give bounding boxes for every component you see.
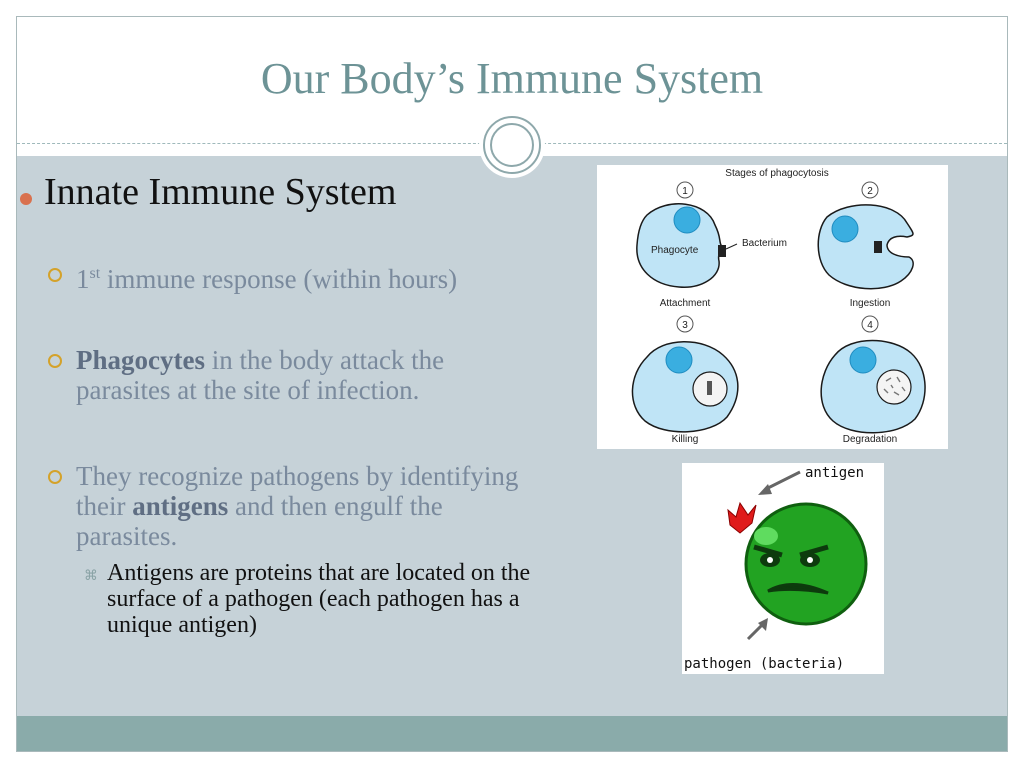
label-bacterium: Bacterium (742, 238, 787, 249)
stage-caption: Attachment (660, 298, 711, 309)
antigen-arrowhead (758, 484, 772, 495)
nucleus-shape (665, 346, 693, 374)
sub3-post: and then engulf the parasites. (76, 491, 443, 551)
stage-number: 3 (682, 320, 688, 331)
antigen-crown-shape (727, 501, 757, 534)
x-bullet-icon: ⌘ (84, 568, 98, 584)
antigen-pathogen-illustration: antigen pathogen (bacteria) (684, 465, 868, 672)
pathogen-frown (767, 582, 829, 595)
bacterium-shape (707, 381, 712, 395)
sub1-number: 1 (76, 264, 90, 294)
sub1-superscript: st (89, 265, 101, 282)
stage-number-circle (676, 181, 694, 199)
divider-circle-inner (490, 123, 534, 167)
antigen-label: antigen (805, 465, 864, 481)
fig-title: Stages of phagocytosis (725, 168, 828, 179)
pathogen-right-brow (799, 544, 829, 558)
nucleus-shape (673, 206, 701, 234)
stage-number-circle (861, 315, 879, 333)
ring-bullet-icon (48, 470, 62, 484)
stage-number-circle (676, 315, 694, 333)
footer-bar (17, 716, 1007, 751)
sub-bullet-first-response: 1st immune response (within hours) (76, 259, 526, 294)
pathogen-label: pathogen (bacteria) (684, 656, 844, 672)
phagocytosis-figure: Stages of phagocytosis 1 Phagocyte Bacte… (597, 165, 948, 449)
degraded-fragments (883, 376, 906, 396)
sub-bullet-recognize-pathogens: They recognize pathogens by identifying … (76, 461, 526, 551)
antigen-arrow (765, 470, 801, 491)
stage-number: 4 (867, 320, 873, 331)
divider-circle-ornament (483, 116, 541, 174)
ring-bullet-icon (48, 354, 62, 368)
pathogen-left-brow (753, 544, 783, 558)
pathogen-arrowhead (758, 618, 768, 631)
stage-number-circle (861, 181, 879, 199)
nucleus-shape (831, 215, 859, 243)
stage-caption: Killing (672, 434, 699, 445)
nucleus-shape (849, 346, 877, 374)
antigen-figure: antigen pathogen (bacteria) (682, 463, 884, 674)
bullet-dot-icon (20, 193, 32, 205)
sub2-bold: Phagocytes (76, 345, 205, 375)
phagosome-shape (876, 369, 912, 405)
pathogen-right-pupil (807, 557, 813, 563)
stage-caption: Degradation (843, 434, 897, 445)
phagocytosis-diagram: Stages of phagocytosis 1 Phagocyte Bacte… (631, 168, 926, 445)
phagocyte-cell-shape (817, 204, 914, 290)
sub3-bold: antigens (132, 491, 229, 521)
pathogen-left-pupil (767, 557, 773, 563)
ring-bullet-icon (48, 268, 62, 282)
stage-number: 1 (682, 186, 688, 197)
bullet-innate-immune-system: Innate Immune System (44, 171, 397, 213)
sub-sub-bullet-antigens: Antigens are proteins that are located o… (107, 560, 531, 638)
label-phagocyte: Phagocyte (651, 245, 699, 256)
sub3-pre: They recognize pathogens by identifying … (76, 461, 519, 521)
phagocyte-cell-shape (636, 203, 723, 288)
bacterium-shape (874, 241, 882, 253)
sub1-text: immune response (within hours) (100, 264, 458, 294)
stage-caption: Ingestion (850, 298, 891, 309)
sub-bullet-phagocytes: Phagocytes in the body attack the parasi… (76, 345, 526, 405)
bacterium-shape (718, 245, 726, 257)
pathogen-highlight (754, 527, 778, 545)
stage-number: 2 (867, 186, 873, 197)
sub2-text: in the body attack the parasites at the … (76, 345, 445, 405)
slide-title: Our Body’s Immune System (260, 54, 764, 103)
phagocyte-cell-shape (631, 341, 739, 433)
phagocyte-cell-shape (820, 339, 926, 434)
bacterium-pointer (725, 243, 738, 250)
